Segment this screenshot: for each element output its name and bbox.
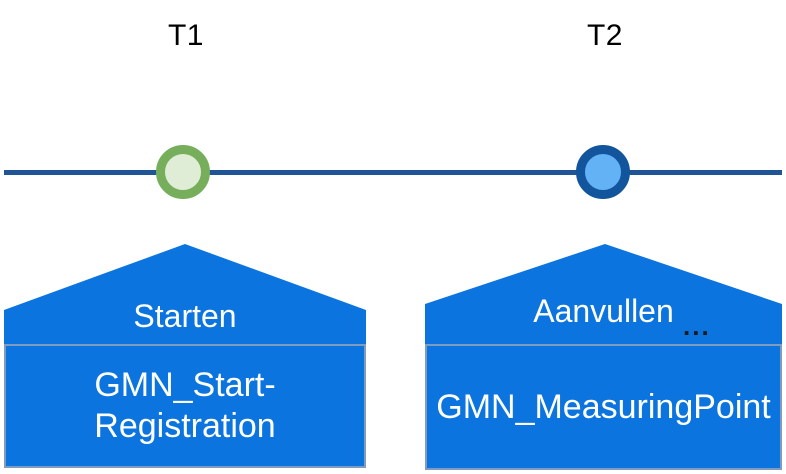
timeline-axis	[4, 170, 782, 175]
package-roof-shape	[4, 244, 366, 346]
timeline-marker-label-t2: T2	[586, 19, 623, 52]
package-name-label: GMN_Start-Registration	[94, 366, 276, 445]
green-circle-milestone-icon	[156, 145, 210, 199]
package-body: GMN_Start-Registration	[4, 344, 366, 468]
blue-circle-milestone-icon	[576, 145, 630, 199]
timeline-marker-label-t1: T1	[167, 19, 204, 52]
package-name-label: GMN_MeasuringPoint	[436, 387, 771, 426]
package-start-registration[interactable]: Starten GMN_Start-Registration	[4, 244, 366, 468]
package-measuring-point[interactable]: Aanvullen ... GMN_MeasuringPoint	[425, 244, 782, 470]
package-roof-shape	[425, 244, 782, 346]
package-body: GMN_MeasuringPoint	[425, 344, 782, 470]
package-action-ellipsis: ...	[683, 311, 711, 341]
package-action-label: Aanvullen	[533, 293, 674, 329]
package-action-label: Starten	[133, 298, 237, 334]
